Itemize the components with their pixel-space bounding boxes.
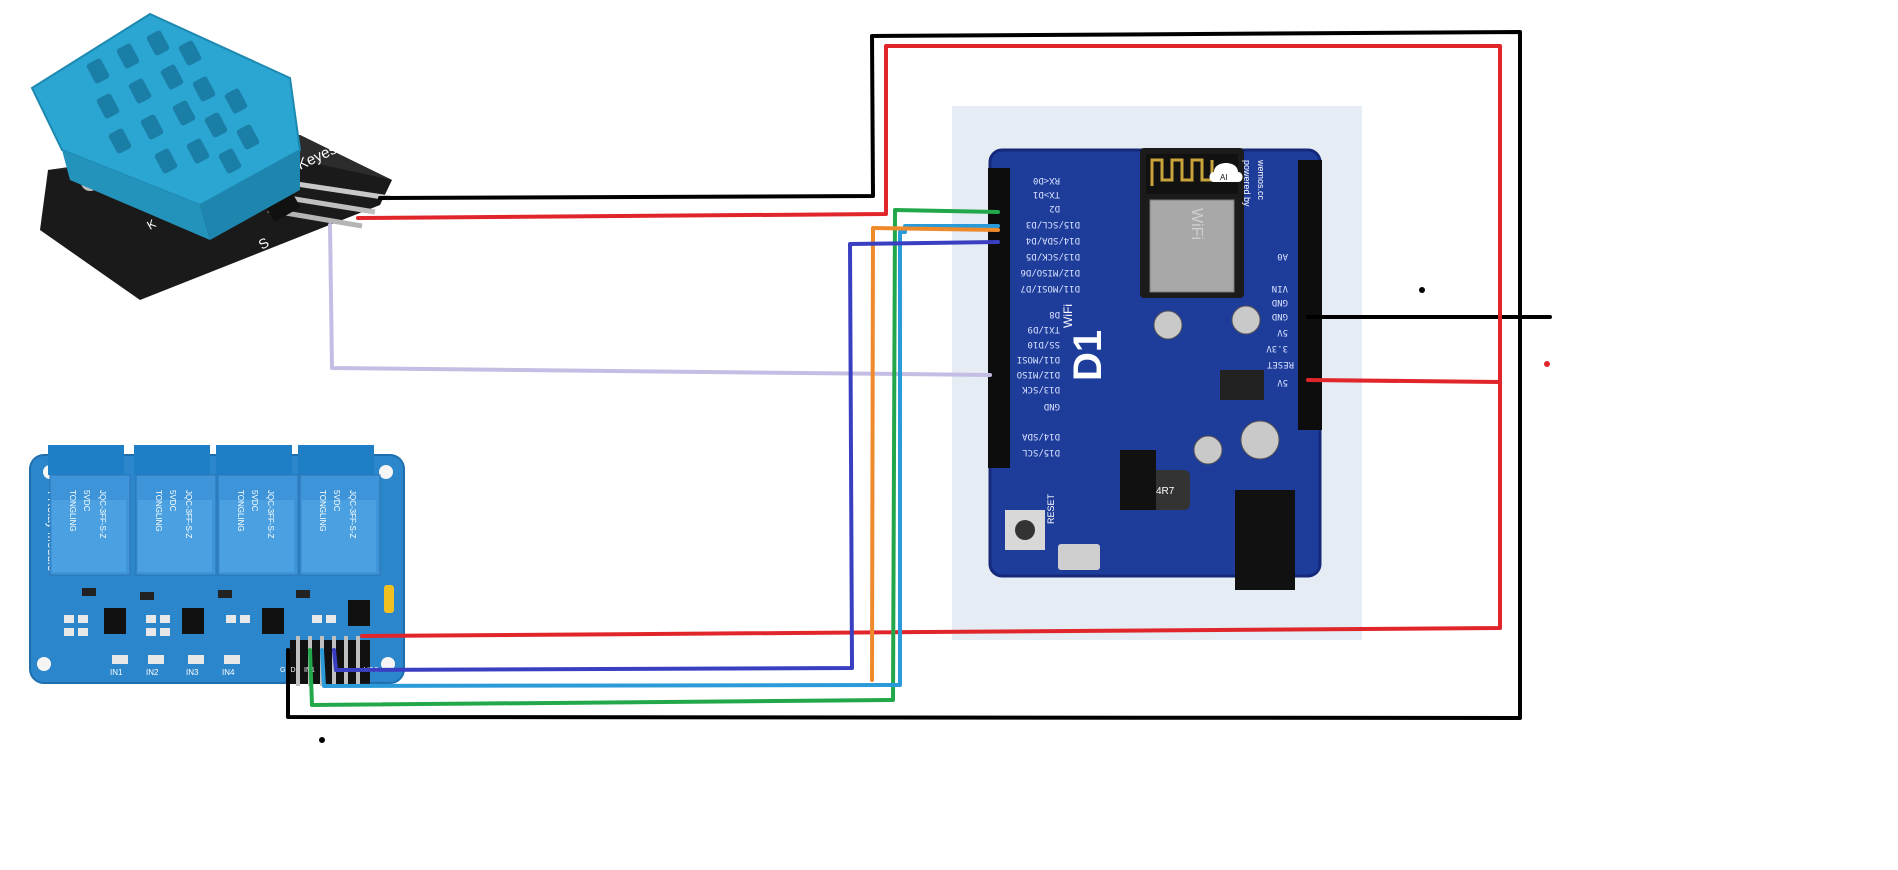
d1-pin-d2: D2 xyxy=(1049,203,1060,213)
relay-2-brand: TONGLING xyxy=(154,490,163,532)
d1-components: 4R7 RESET xyxy=(1005,305,1295,590)
d1-pin-rx-d0: RX<D0 xyxy=(1033,175,1060,185)
d1-right-header xyxy=(1298,160,1322,430)
relay-1-voltage: 5VDC xyxy=(82,490,91,512)
relay-3-model: JQC-3FF-S-Z xyxy=(266,490,275,539)
d1-pin-d14-sda-d4: D14/SDA/D4 xyxy=(1026,235,1080,245)
d1-pin-gnd: GND xyxy=(1044,401,1060,411)
d1-pin-a0: A0 xyxy=(1277,251,1288,261)
relay-label-in4: IN4 xyxy=(222,668,235,677)
relay-4-model: JQC-3FF-S-Z xyxy=(348,490,357,539)
stray-dot xyxy=(1544,361,1550,367)
relay-1: TONGLING 5VDC JQC-3FF-S-Z xyxy=(48,445,131,576)
stray-dot xyxy=(319,737,325,743)
d1-pin-d11-mosi-d7: D11/MOSI/D7 xyxy=(1020,283,1080,293)
d1-right-pin-labels: A0 VIN GND GND 5V 3.3V RESET 5V xyxy=(1266,251,1294,387)
usb-port xyxy=(1058,544,1100,570)
maker-text: wemos.cc xyxy=(1256,159,1266,201)
relay-label-in3: IN3 xyxy=(186,668,199,677)
wire-d1-5v-red xyxy=(1306,378,1502,384)
relay-2-voltage: 5VDC xyxy=(168,490,177,512)
d1-pin-d8: D8 xyxy=(1049,309,1060,319)
relay-2-model: JQC-3FF-S-Z xyxy=(184,490,193,539)
d1-pin-d13-sck: D13/SCK xyxy=(1021,384,1060,394)
d1-pin-3v3: 3.3V xyxy=(1266,343,1288,353)
d1-pin-d11-mosi: D11/MOSI xyxy=(1017,354,1060,364)
wire-vcc-red-loop xyxy=(356,44,1502,638)
relay-4-brand: TONGLING xyxy=(318,490,327,532)
d1-board-image: RX<D0 TX>D1 D2 D15/SCL/D3 D14/SDA/D4 D13… xyxy=(952,106,1362,640)
antenna-mark: AI xyxy=(1220,173,1228,182)
d1-pin-ss-d10: SS/D10 xyxy=(1027,339,1060,349)
d1-pin-d13-sck-d5: D13/SCK/D5 xyxy=(1026,251,1080,261)
d1-pin-vin: VIN xyxy=(1272,283,1288,293)
relay-4-voltage: 5VDC xyxy=(332,490,341,512)
d1-pin-tx-d1: TX>D1 xyxy=(1033,189,1060,199)
d1-pin-d15-scl: D15/SCL xyxy=(1022,447,1060,457)
d1-pin-tx1-d9: TX1/D9 xyxy=(1027,324,1060,334)
relay-3: TONGLING 5VDC JQC-3FF-S-Z xyxy=(216,445,299,576)
relay-label-in2: IN2 xyxy=(146,668,159,677)
inductor-label: 4R7 xyxy=(1156,486,1175,497)
esp8266-module: AI WiFi xyxy=(1140,148,1244,298)
antenna-trace xyxy=(1150,158,1214,186)
relay-module: 4 Relay Module TONGLING 5VDC JQC-3FF-S-Z… xyxy=(29,445,405,686)
relay-mount-hole xyxy=(37,657,51,671)
relay-input-leds xyxy=(112,655,240,664)
d1-pin-d12-miso: D12/MISO xyxy=(1017,369,1060,379)
reset-label: RESET xyxy=(1046,493,1056,524)
d1-pin-5v-2: 5V xyxy=(1277,377,1288,387)
relay-header xyxy=(290,636,370,686)
d1-pin-gnd-2: GND xyxy=(1272,311,1288,321)
d1-left-pin-labels: RX<D0 TX>D1 D2 D15/SCL/D3 D14/SDA/D4 D13… xyxy=(1017,175,1080,457)
relay-mount-hole xyxy=(379,465,393,479)
d1-pin-reset: RESET xyxy=(1266,359,1294,369)
esp-module-text: WiFi xyxy=(1188,208,1205,240)
d1-pin-gnd-1: GND xyxy=(1272,297,1288,307)
dht-sensor-module: Keyes K S xyxy=(30,12,392,300)
relay-1-brand: TONGLING xyxy=(68,490,77,532)
relay-label-in1: IN1 xyxy=(110,668,123,677)
wire-relay-cyan xyxy=(320,224,1000,688)
relay-3-voltage: 5VDC xyxy=(250,490,259,512)
relay-4: TONGLING 5VDC JQC-3FF-S-Z xyxy=(298,445,381,576)
wire-relay-green xyxy=(308,208,1000,707)
wire-relay-orange xyxy=(870,226,1000,682)
dc-jack xyxy=(1235,490,1295,590)
stray-dot xyxy=(1419,287,1425,293)
relay-2: TONGLING 5VDC JQC-3FF-S-Z xyxy=(134,445,217,576)
relay-mount-hole xyxy=(381,657,395,671)
d1-pin-d15-scl-d3: D15/SCL/D3 xyxy=(1026,219,1080,229)
d1-pin-5v-1: 5V xyxy=(1277,327,1288,337)
relay-1-model: JQC-3FF-S-Z xyxy=(98,490,107,539)
board-name-logo: D1 xyxy=(1066,330,1110,381)
relay-3-brand: TONGLING xyxy=(236,490,245,532)
powered-by-text: powered by xyxy=(1242,160,1252,207)
wires xyxy=(286,30,1552,720)
wire-sensor-signal xyxy=(328,223,992,377)
d1-pin-d14-sda: D14/SDA xyxy=(1021,431,1060,441)
wire-relay-blue xyxy=(332,240,1000,672)
relay-components xyxy=(64,585,394,636)
d1-pin-d12-miso-d6: D12/MISO/D6 xyxy=(1020,267,1080,277)
wire-gnd-black-loop xyxy=(286,30,1522,720)
sensor-grille xyxy=(86,30,260,174)
wifi-logo-text: WiFi xyxy=(1061,304,1075,328)
